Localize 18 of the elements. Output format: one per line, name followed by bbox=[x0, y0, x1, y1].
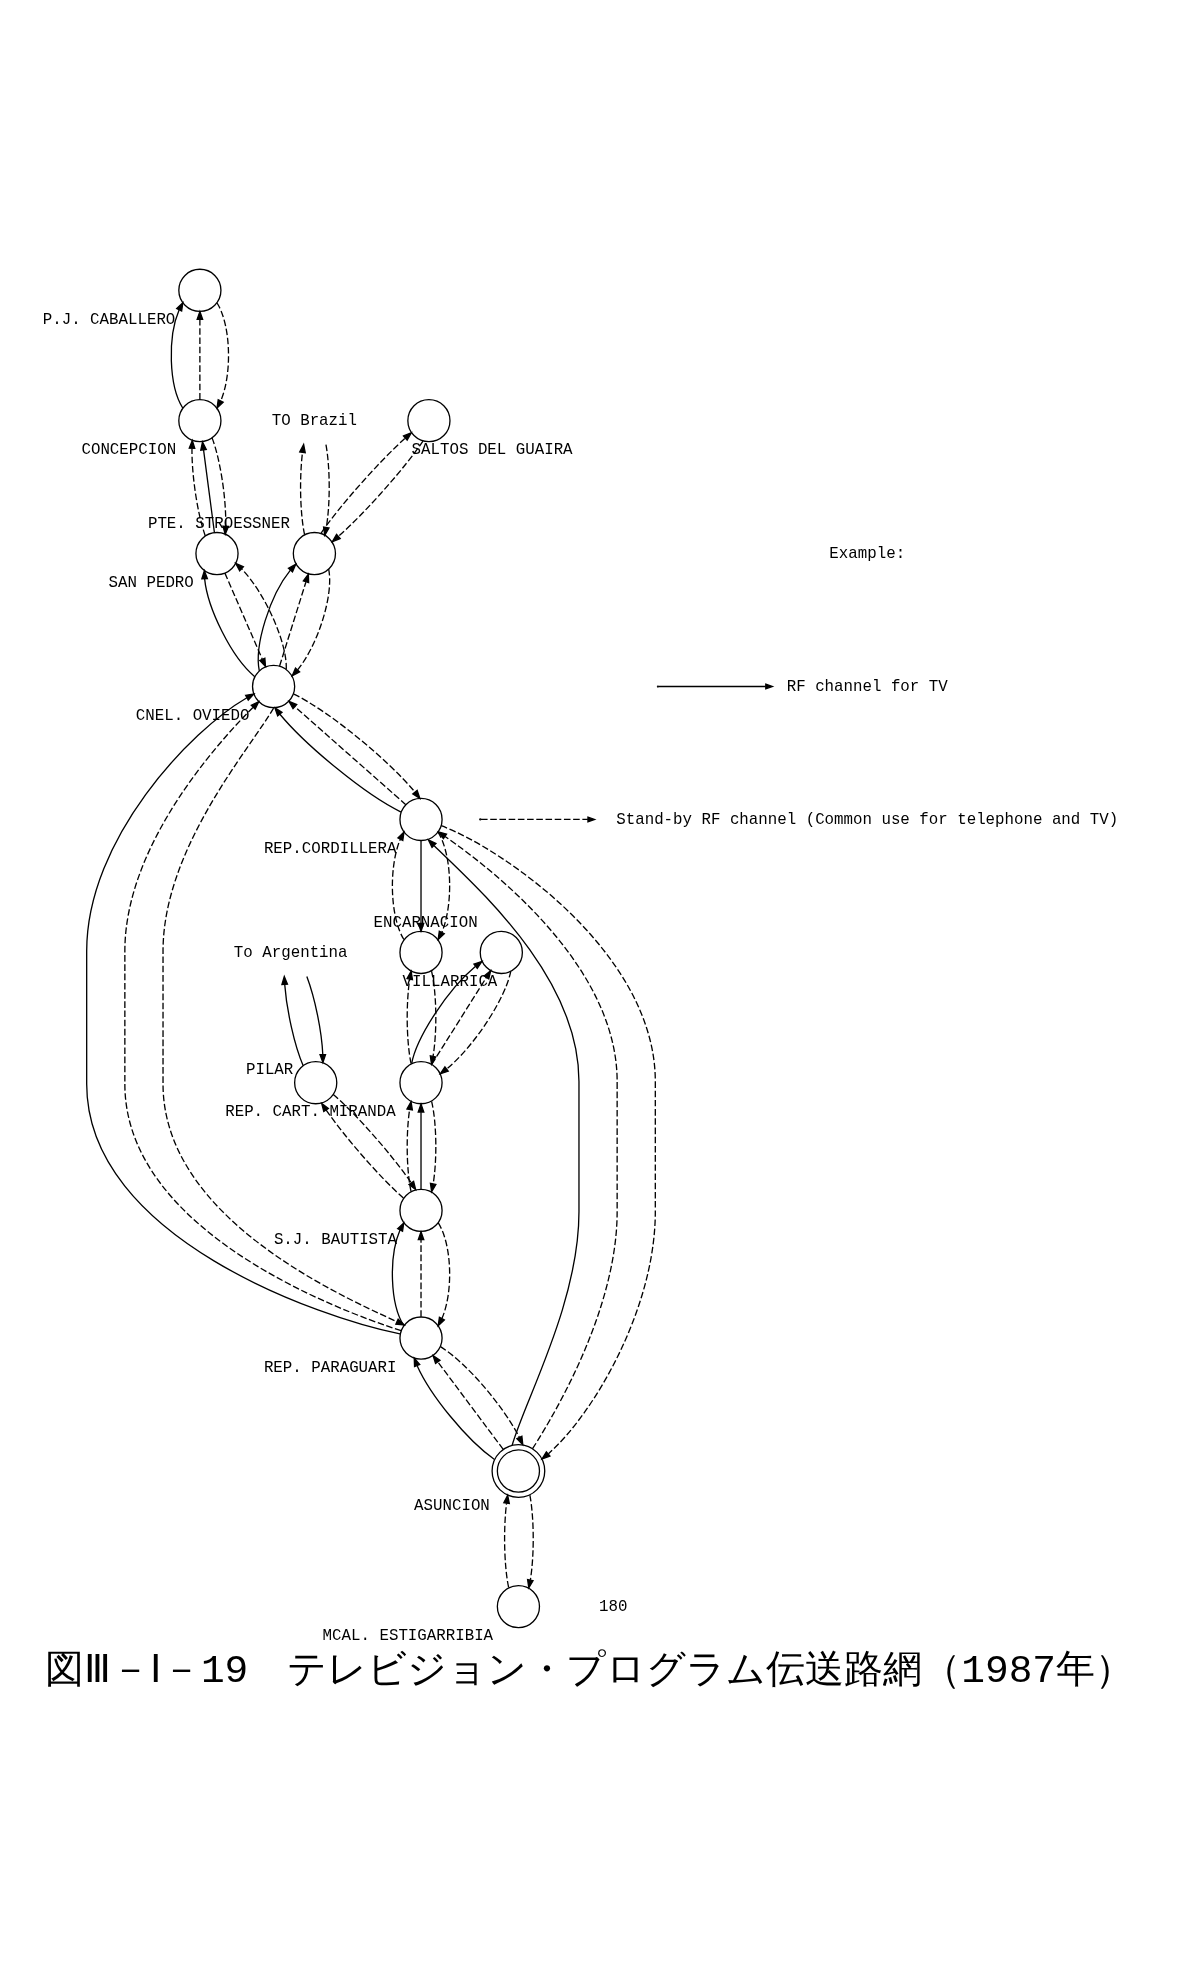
caption: 図Ⅲ－Ⅰ－19 テレビジョン・プログラム伝送路網（1987年） bbox=[44, 1648, 1135, 1694]
node-label: REP.CORDILLERA bbox=[263, 840, 397, 859]
node-label: ASUNCION bbox=[414, 1496, 490, 1515]
node-label: MCAL. ESTIGARRIBIA bbox=[322, 1627, 494, 1646]
node-label: S.J. BAUTISTA bbox=[273, 1231, 398, 1250]
node-label: CONCEPCION bbox=[81, 441, 177, 460]
node-label: P.J. CABALLERO bbox=[42, 311, 176, 330]
node-text: TO Brazil bbox=[271, 411, 358, 430]
node-label: REP. PARAGUARI bbox=[263, 1358, 397, 1377]
label: 180 bbox=[598, 1597, 628, 1616]
node-label: SALTOS DEL GUAIRA bbox=[411, 441, 573, 460]
node-text: To Argentina bbox=[233, 943, 348, 962]
node-label: SAN PEDRO bbox=[108, 574, 194, 593]
legend-label: Stand-by RF channel (Common use for telephone and TV) bbox=[616, 810, 1119, 829]
node-label: REP. CART. MIRANDA bbox=[225, 1103, 396, 1122]
node-label: PILAR bbox=[245, 1061, 294, 1080]
legend-label: RF channel for TV bbox=[786, 677, 948, 696]
label: Example: bbox=[829, 544, 906, 563]
